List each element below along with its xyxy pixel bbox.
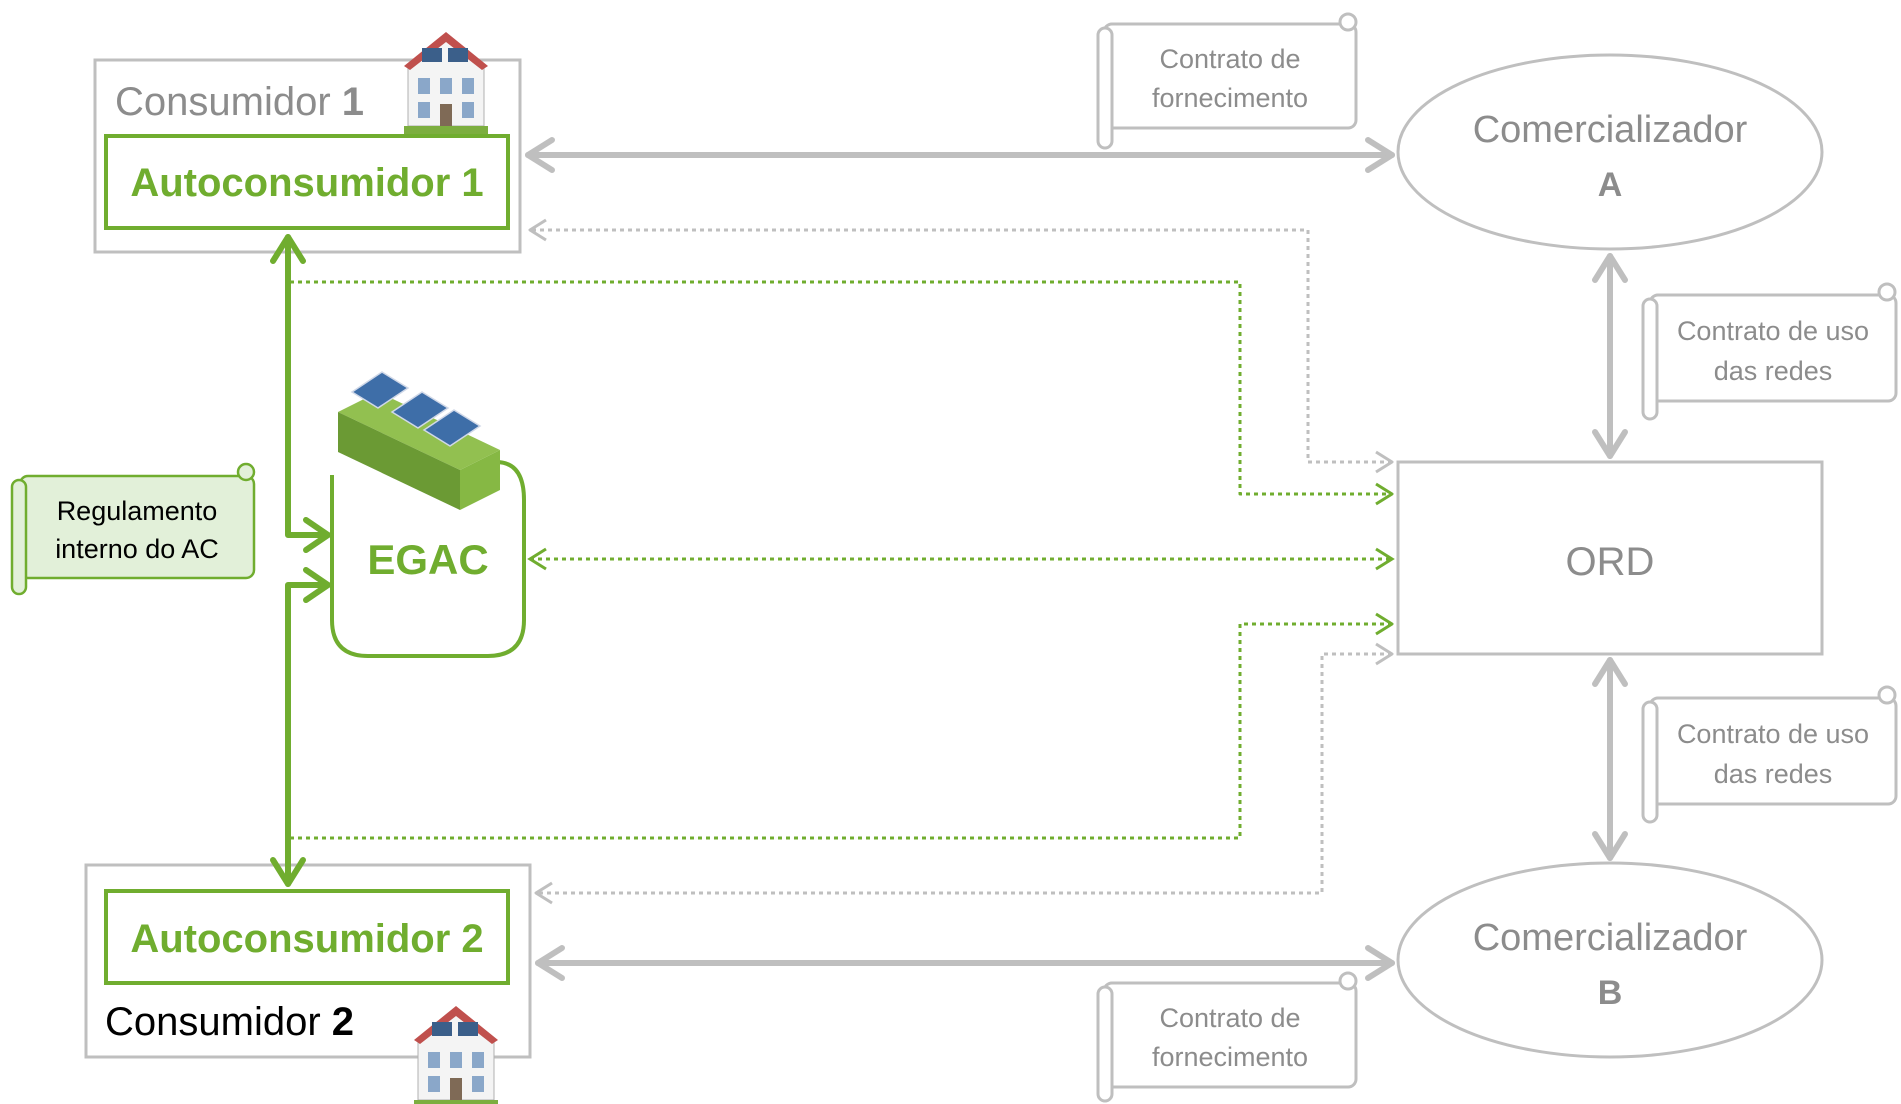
- supply-link-a: [525, 137, 1395, 173]
- retailer-a-name: Comercializador: [1473, 109, 1748, 151]
- self-consumer-2-box: Autoconsumidor 2: [104, 889, 510, 985]
- scroll-network-contract-top: Contrato de uso das redes: [1641, 282, 1898, 421]
- scroll-network-contract-bottom-line-2: das redes: [1714, 759, 1833, 789]
- egac-link-consumer-1: [270, 234, 331, 553]
- data-link-egac-ord: [527, 547, 1395, 571]
- self-consumer-2-label: Autoconsumidor 2: [130, 917, 483, 961]
- data-link-consumer-1-ord: [290, 280, 1394, 506]
- consumer-2-box: Consumidor 2: [84, 863, 532, 1104]
- egac-label: EGAC: [367, 536, 488, 583]
- data-link-consumer-2-ord: [290, 612, 1394, 840]
- scroll-supply-contract-top: Contrato de fornecimento: [1096, 12, 1358, 150]
- supply-link-b: [535, 945, 1395, 981]
- egac-box: EGAC: [330, 460, 526, 658]
- retailer-a-ellipse: Comercializador A: [1396, 53, 1824, 251]
- scroll-internal-regulation-line-2: interno do AC: [55, 534, 219, 564]
- svg-text:Consumidor 2: Consumidor 2: [105, 1000, 354, 1044]
- scroll-internal-regulation-line-1: Regulamento: [57, 496, 218, 526]
- self-consumer-1-label: Autoconsumidor 1: [130, 161, 483, 205]
- retailer-b-letter: B: [1598, 974, 1623, 1012]
- retailer-a-letter: A: [1598, 166, 1623, 204]
- consumer-1-label: Consumidor: [115, 80, 342, 124]
- metering-link-ord-consumer-2: [534, 642, 1394, 905]
- scroll-supply-contract-bottom-line-1: Contrato de: [1159, 1003, 1300, 1033]
- house-icon: [403, 31, 489, 137]
- house-icon: [413, 1005, 499, 1104]
- self-consumer-1-box: Autoconsumidor 1: [104, 134, 510, 230]
- scroll-network-contract-bottom-line-1: Contrato de uso: [1677, 719, 1869, 749]
- solar-plant-icon: [338, 371, 500, 510]
- scroll-supply-contract-top-line-2: fornecimento: [1152, 83, 1308, 113]
- scroll-internal-regulation: Regulamento interno do AC: [10, 462, 256, 596]
- ord-label: ORD: [1566, 540, 1655, 584]
- metering-link-ord-consumer-1: [528, 218, 1394, 474]
- retailer-b-name: Comercializador: [1473, 917, 1748, 959]
- network-link-b: [1592, 657, 1628, 861]
- consumer-2-number: 2: [332, 1000, 354, 1044]
- retailer-b-ellipse: Comercializador B: [1396, 861, 1824, 1059]
- network-link-a: [1592, 253, 1628, 459]
- consumer-1-number: 1: [342, 80, 364, 124]
- scroll-supply-contract-bottom-line-2: fornecimento: [1152, 1042, 1308, 1072]
- scroll-network-contract-top-line-2: das redes: [1714, 356, 1833, 386]
- consumer-1-box: Consumidor 1: [93, 31, 522, 254]
- scroll-supply-contract-bottom: Contrato de fornecimento: [1096, 971, 1358, 1103]
- consumer-2-label: Consumidor: [105, 1000, 332, 1044]
- egac-link-consumer-2: [270, 567, 331, 887]
- scroll-supply-contract-top-line-1: Contrato de: [1159, 44, 1300, 74]
- scroll-network-contract-top-line-1: Contrato de uso: [1677, 316, 1869, 346]
- ord-box: ORD: [1396, 460, 1824, 656]
- svg-text:Consumidor 1: Consumidor 1: [115, 80, 364, 124]
- scroll-network-contract-bottom: Contrato de uso das redes: [1641, 685, 1898, 824]
